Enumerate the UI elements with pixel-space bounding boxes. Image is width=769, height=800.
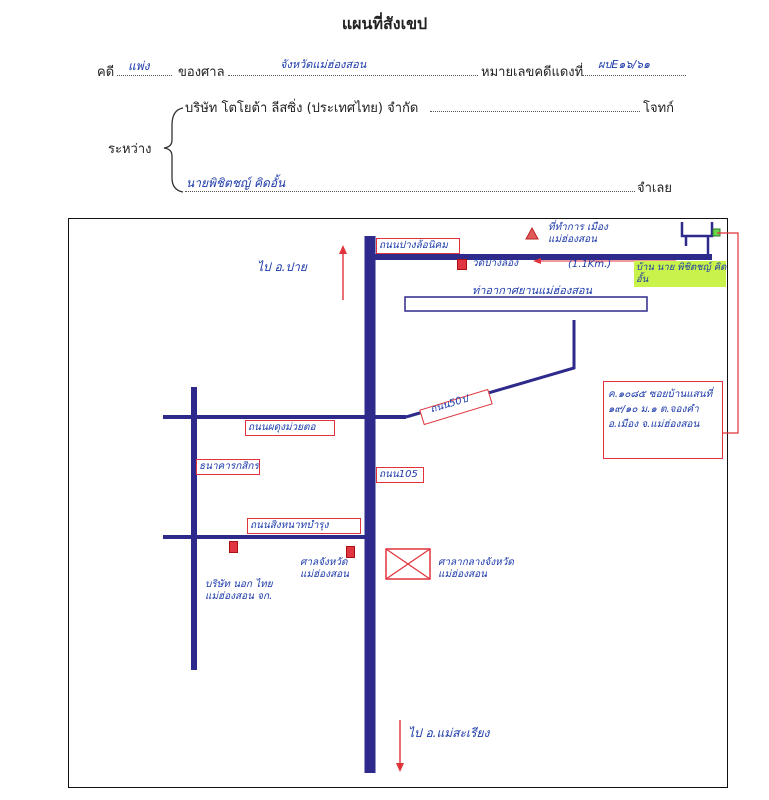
store-marker [229,541,238,553]
dotted-line [228,75,478,76]
store-box [196,459,260,475]
label-municipality: ที่ทำการ เมือง แม่ฮ่องสอน [548,222,608,245]
label-road-south: ถนนสิงหนาทบำรุง [250,520,329,531]
label-provincial-court: ศาลจังหวัดแม่ฮ่องสอน [300,557,349,580]
red-number-value: ผบE๑๖/๖๑ [598,58,651,71]
road-mid-box [245,420,335,436]
label-road-main: ถนน105 [379,469,418,480]
label-road-mid: ถนนผดุงม่วยตอ [248,422,316,433]
road-main-box [376,467,424,483]
defendant-role: จำเลย [637,181,672,196]
wat-pakom-marker [457,259,467,270]
dotted-line [185,191,635,192]
label-road-top: ถนนปางล้อนิคม [379,240,448,251]
road-south-box [247,518,361,534]
dotted-line [430,111,640,112]
address-box [603,381,723,459]
between-label: ระหว่าง [108,142,152,157]
case-label: คดี [97,65,115,80]
label-toyota-company: บริษัท นอก ไทย แม่ฮ่องสอน จก. [205,579,273,602]
label-store: ธนาคารกสิกร [199,461,259,472]
label-provincial-hall: ศาลากลางจังหวัด แม่ฮ่องสอน [438,557,514,580]
label-to-mae-sariang: ไป อ.แม่สะเรียง [408,726,490,740]
target-highlight [634,261,726,287]
airport-runway [404,296,648,312]
map-frame [68,218,728,788]
red-number-label: หมายเลขคดีแดงที่ [481,65,584,80]
defendant-name: นายพิชิตชญ์ คิดอั้น [186,176,286,190]
road-top-box [376,238,460,254]
label-to-pai: ไป อ.ปาย [257,260,307,274]
dotted-line [582,75,686,76]
plaintiff-role: โจทก์ [643,101,675,116]
house-structure [680,222,714,257]
plaintiff-name: บริษัท โตโยต้า ลีสซิ่ง (ประเทศไทย) จำกัด [185,101,419,116]
label-address-note: ค.๑๐๘๕ ซอยบ้านแสนที่ ๑๙/๑๐ ม.๑ ต.จองคำ อ… [608,389,713,430]
court-name-value: จังหวัดแม่ฮ่องสอน [280,58,367,71]
label-wat-pakom: วัดปางลอง [472,258,518,269]
dimension-bracket [717,232,739,434]
court-label: ของศาล [178,65,225,80]
label-airport: ท่าอากาศยานแม่ฮ่องสอน [472,284,593,297]
municipality-icon [525,226,539,240]
label-distance: (1.1Km.) [568,259,612,270]
label-target-house: บ้าน นาย พิชิตชญ์ คิดอั้น [636,262,727,285]
dotted-line [117,75,172,76]
court-marker [346,546,355,558]
page-title: แผนที่สังเขป [341,14,428,33]
case-type-value: แพ่ง [128,59,150,73]
